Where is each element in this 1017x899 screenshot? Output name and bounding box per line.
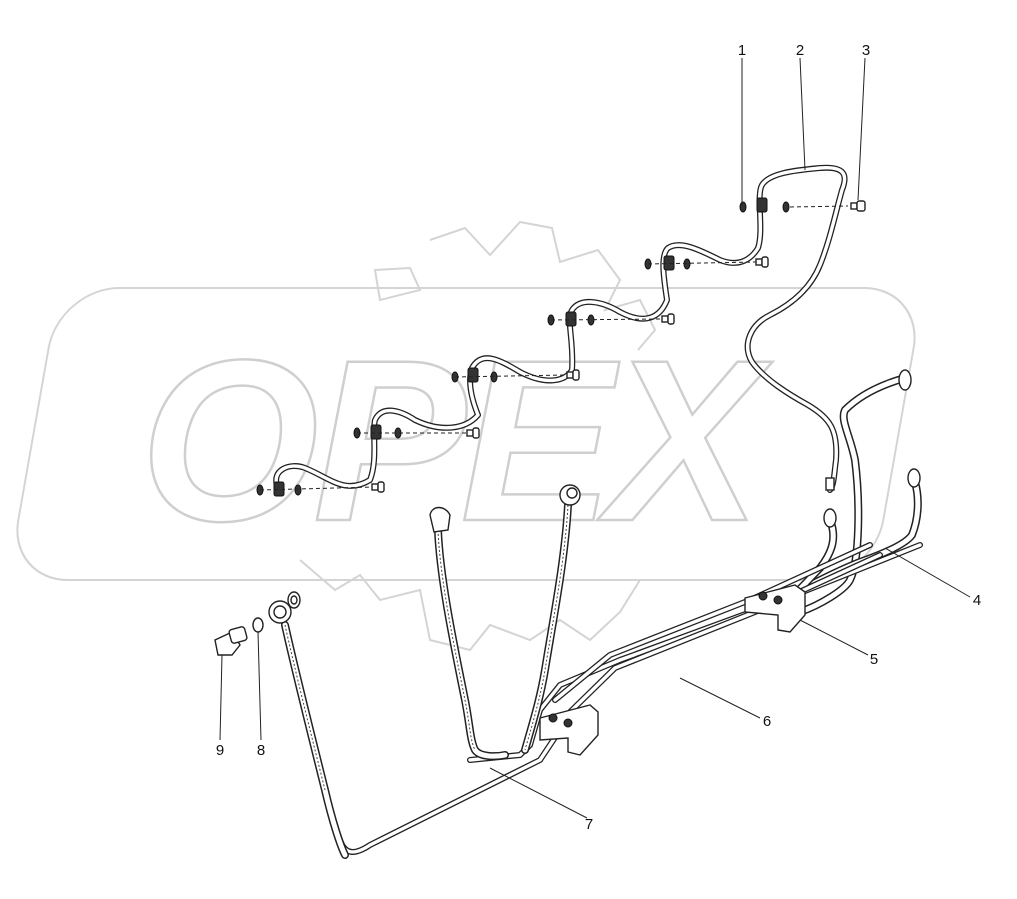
washer	[683, 258, 691, 270]
banjo-fittings	[273, 197, 768, 497]
washer-part-8-hole	[290, 595, 298, 605]
hose-end-fitting	[566, 487, 578, 499]
hose-end-fitting	[823, 508, 837, 528]
banjo-bolts	[371, 200, 866, 493]
washer	[490, 371, 498, 383]
callout-2: 2	[796, 42, 804, 59]
callout-labels: 1 2 3 4 5 6 7 8 9	[216, 42, 981, 833]
hose-end-fitting	[429, 506, 451, 533]
callout-leaders	[219, 57, 971, 819]
banjo-bolt-assembly	[214, 591, 301, 656]
banjo-bolt	[661, 313, 675, 325]
bolt-shank	[228, 626, 248, 644]
callout-5: 5	[870, 651, 878, 668]
callout-7: 7	[585, 816, 593, 833]
banjo-fitting	[756, 197, 768, 213]
banjo-bolt	[466, 427, 480, 439]
callout-9: 9	[216, 742, 224, 759]
banjo-bolt	[850, 200, 866, 212]
callout-3: 3	[862, 42, 870, 59]
sealing-washers	[256, 201, 790, 496]
hose-end-fitting	[907, 468, 921, 488]
banjo-eye	[273, 605, 287, 619]
serpentine-pipe-assembly	[256, 164, 866, 497]
drain-pipes	[268, 484, 923, 859]
banjo-bolt	[371, 481, 385, 493]
pipe-clamp-left	[539, 704, 599, 756]
watermark-gear	[299, 220, 657, 652]
watermark-text: OPEX	[140, 312, 773, 569]
watermark-logo: OPEX	[16, 220, 916, 652]
pipe-clamp-right	[744, 584, 806, 633]
hose-end-fitting	[825, 477, 835, 491]
callout-4: 4	[973, 592, 981, 609]
banjo-fitting	[370, 424, 382, 440]
washer	[294, 484, 302, 496]
washer	[739, 201, 747, 213]
callout-8: 8	[257, 742, 265, 759]
washer-part-8	[252, 617, 264, 633]
banjo-bolt	[755, 256, 769, 268]
washer	[782, 201, 790, 213]
callout-6: 6	[763, 713, 771, 730]
banjo-bolt	[566, 369, 580, 381]
banjo-fitting	[565, 311, 577, 327]
callout-1: 1	[738, 42, 746, 59]
hose-end-fitting	[898, 369, 912, 391]
banjo-fitting	[663, 255, 675, 271]
banjo-fitting	[467, 367, 479, 383]
